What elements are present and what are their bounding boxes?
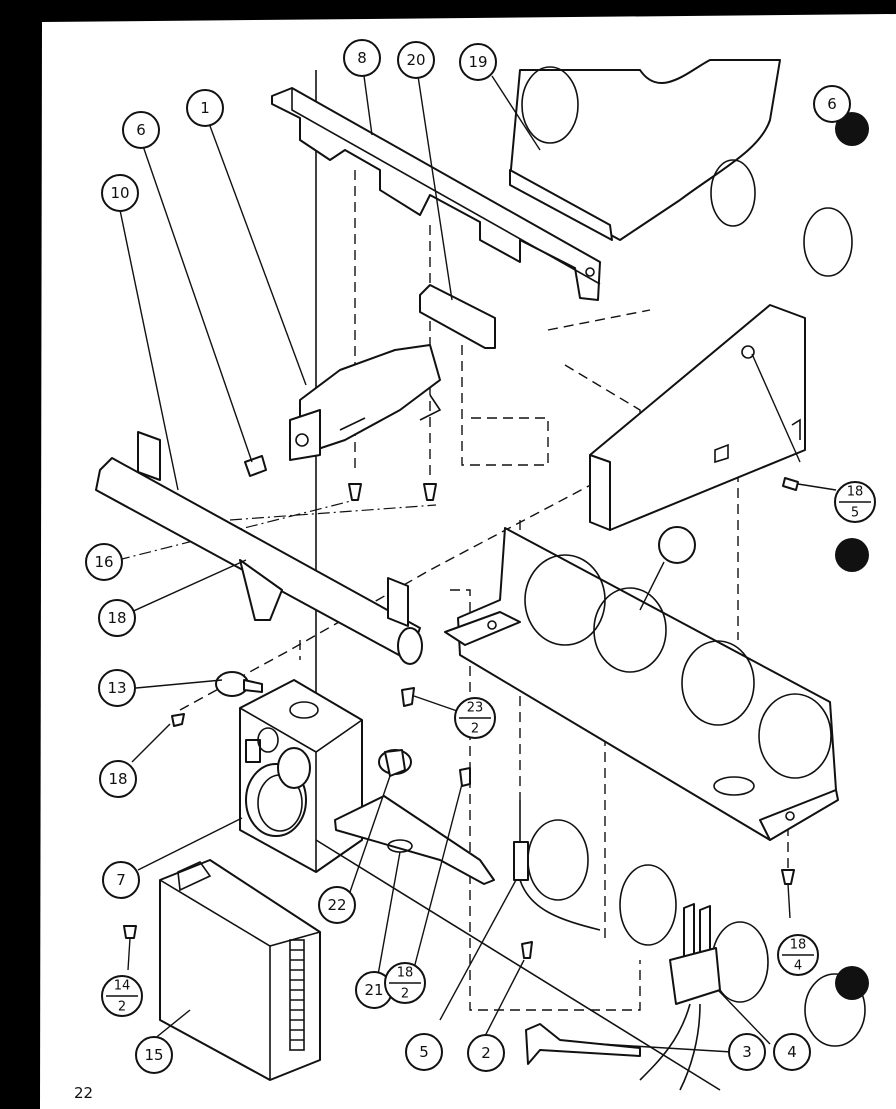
leader-lines xyxy=(117,75,837,1053)
svg-text:18: 18 xyxy=(790,938,807,953)
part-5-flame-sensor xyxy=(513,800,601,931)
svg-text:23: 23 xyxy=(467,701,484,716)
part-13-clamp xyxy=(215,671,263,697)
fraction-callout-14-2: 14 2 xyxy=(101,975,143,1017)
callout-2: 2 xyxy=(467,1034,505,1072)
fraction-callout-18-2: 18 2 xyxy=(384,962,426,1004)
part-15-control-board xyxy=(159,859,321,1081)
svg-text:8: 8 xyxy=(357,49,367,67)
part-22-limit-switch xyxy=(378,749,412,777)
callout-6-right: 6 xyxy=(813,85,851,123)
callout-20: 20 xyxy=(397,41,435,79)
callout-16: 16 xyxy=(85,543,123,581)
callout-21: 21 xyxy=(355,971,393,1009)
callout-6: 6 xyxy=(122,111,160,149)
callout-13: 13 xyxy=(98,669,136,707)
callout-8: 8 xyxy=(343,39,381,77)
svg-text:18: 18 xyxy=(108,770,127,788)
svg-text:5: 5 xyxy=(851,506,859,521)
seal-dots xyxy=(835,112,869,1000)
part-10-manifold-pipe xyxy=(95,431,423,665)
part-vent-bracket xyxy=(589,304,806,531)
part-3-bracket xyxy=(525,1023,641,1065)
svg-text:3: 3 xyxy=(742,1043,752,1061)
svg-text:18: 18 xyxy=(107,609,126,627)
callout-10: 10 xyxy=(101,174,139,212)
callout-4: 4 xyxy=(773,1033,811,1071)
part-21-switch-bracket xyxy=(334,795,495,885)
svg-text:6: 6 xyxy=(136,121,146,139)
callout-blank xyxy=(658,526,696,564)
callout-18-screw: 18 xyxy=(99,760,137,798)
part-4-igniter xyxy=(639,903,721,1091)
svg-text:14: 14 xyxy=(114,979,131,994)
part-19-heat-shield xyxy=(509,59,781,241)
svg-text:13: 13 xyxy=(107,679,126,697)
callout-19: 19 xyxy=(459,43,497,81)
callout-5: 5 xyxy=(405,1033,443,1071)
part-burner-box xyxy=(444,527,839,841)
callout-18-pipe: 18 xyxy=(98,599,136,637)
gasket-rings xyxy=(527,159,866,1047)
svg-text:4: 4 xyxy=(787,1043,797,1061)
svg-text:2: 2 xyxy=(471,722,479,737)
callout-7: 7 xyxy=(102,861,140,899)
callout-1: 1 xyxy=(186,89,224,127)
part-20-bracket xyxy=(419,284,496,349)
svg-text:2: 2 xyxy=(401,987,409,1002)
small-screws xyxy=(123,687,795,959)
svg-text:2: 2 xyxy=(481,1044,491,1062)
svg-text:16: 16 xyxy=(94,553,113,571)
svg-text:10: 10 xyxy=(110,184,129,202)
svg-text:4: 4 xyxy=(794,959,802,974)
svg-text:19: 19 xyxy=(468,53,487,71)
fraction-callout-18-5: 18 5 xyxy=(834,481,876,523)
svg-text:5: 5 xyxy=(419,1043,429,1061)
svg-text:7: 7 xyxy=(116,871,126,889)
part-6-orifice xyxy=(244,455,267,477)
part-1-burner xyxy=(289,344,442,461)
svg-text:15: 15 xyxy=(144,1046,163,1064)
page-number: 22 xyxy=(74,1084,93,1102)
part-7-gas-valve xyxy=(239,679,363,873)
svg-text:2: 2 xyxy=(118,1000,126,1015)
callout-22: 22 xyxy=(318,886,356,924)
screw-18-left xyxy=(171,713,185,727)
svg-text:1: 1 xyxy=(200,99,210,117)
svg-text:18: 18 xyxy=(397,966,414,981)
floor-line xyxy=(315,839,721,1091)
svg-text:22: 22 xyxy=(327,896,346,914)
callout-3: 3 xyxy=(728,1033,766,1071)
svg-text:20: 20 xyxy=(406,51,425,69)
svg-text:18: 18 xyxy=(847,485,864,500)
burner-screws xyxy=(348,483,437,501)
svg-text:21: 21 xyxy=(364,981,383,999)
callout-15: 15 xyxy=(135,1036,173,1074)
fraction-callout-18-4: 18 4 xyxy=(777,934,819,976)
terminal-strip xyxy=(289,939,305,1051)
svg-text:6: 6 xyxy=(827,95,837,113)
fraction-callout-23-2: 23 2 xyxy=(454,697,496,739)
